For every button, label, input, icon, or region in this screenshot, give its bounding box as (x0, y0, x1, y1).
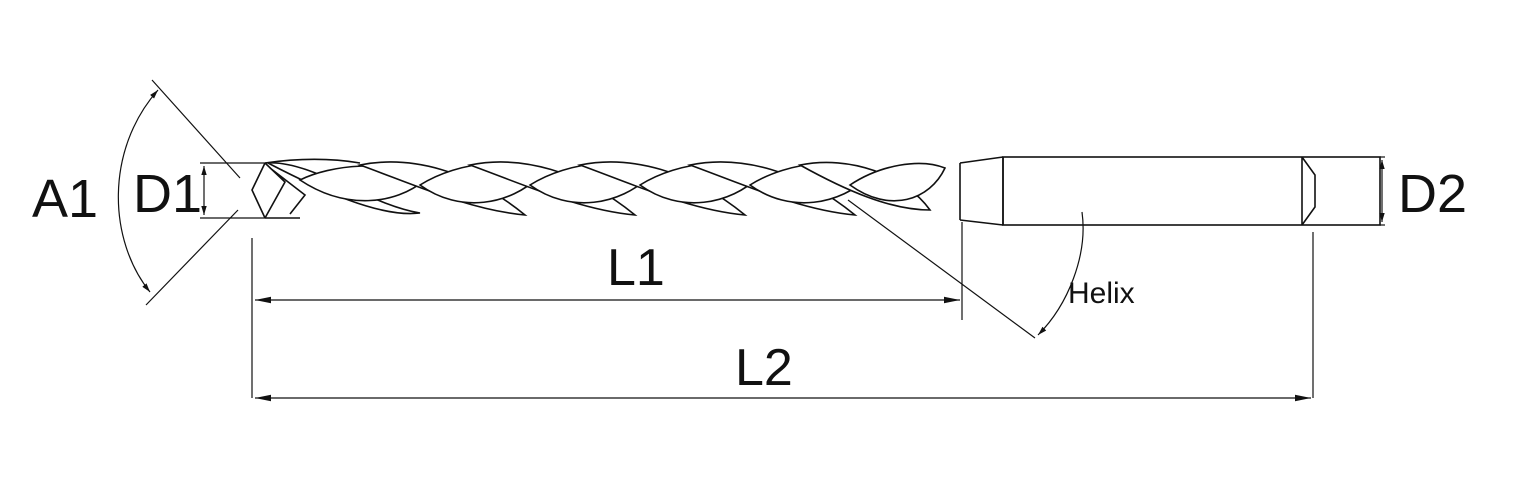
helix-dimension (847, 199, 1084, 339)
d2-dimension (1379, 156, 1385, 226)
l1-dimension (251, 222, 963, 398)
l2-dimension (255, 232, 1314, 402)
shank-chamfer (1301, 156, 1316, 226)
l2-label: L2 (735, 339, 793, 397)
flute-top-edge (264, 156, 1004, 164)
flute-bottom-edge (265, 217, 1004, 226)
d1-dimension (200, 162, 265, 219)
d1-label: D1 (133, 164, 202, 224)
helical-flutes (265, 161, 947, 217)
helix-label: Helix (1068, 277, 1135, 310)
a1-dimension (117, 79, 241, 306)
drill-tip (251, 162, 307, 219)
drill-body (251, 156, 1381, 226)
d2-label: D2 (1398, 164, 1467, 224)
l1-label: L1 (607, 239, 665, 297)
drill-shank (1002, 156, 1381, 226)
a1-label: A1 (32, 169, 98, 229)
